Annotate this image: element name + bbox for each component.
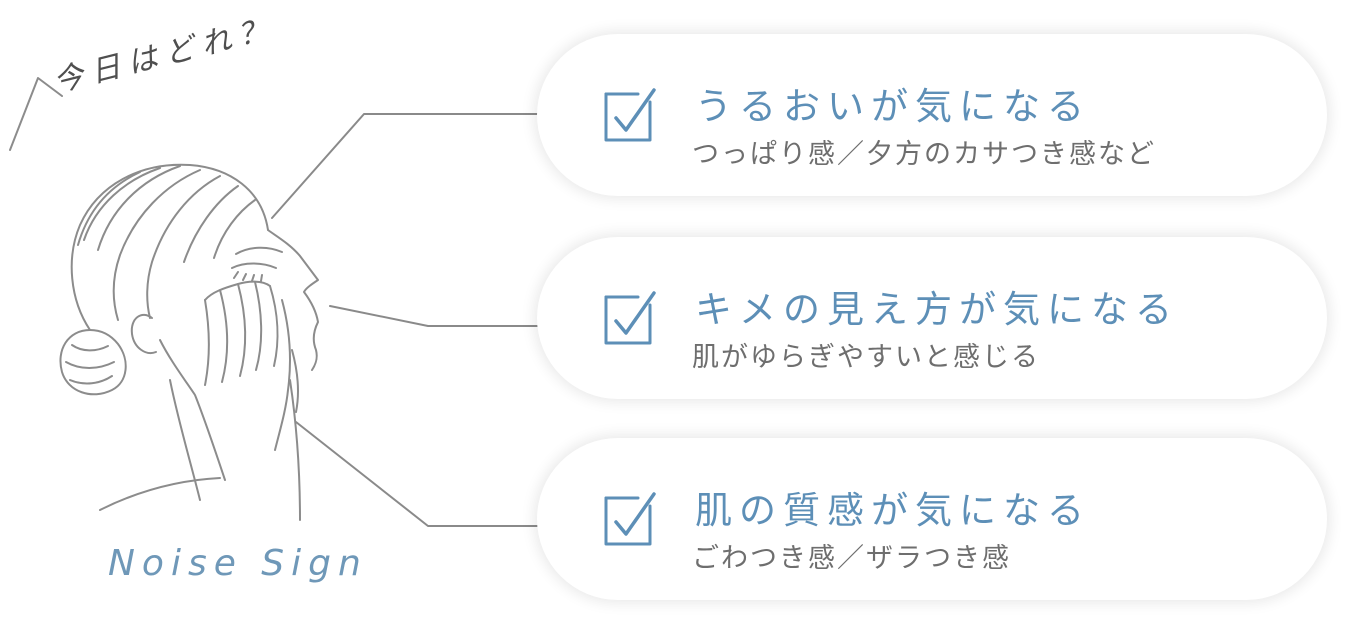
brand-label: Noise Sign: [108, 543, 368, 584]
card-description: 肌がゆらぎやすいと感じる: [692, 342, 1040, 373]
face-illustration: [9, 77, 538, 527]
concern-card-quality[interactable]: 肌の質感が気になる ごわつき感／ザラつき感: [537, 438, 1327, 600]
concern-card-moisture[interactable]: うるおいが気になる つっぱり感／夕方のカサつき感など: [537, 34, 1327, 196]
card-title: キメの見え方が気になる: [695, 288, 1179, 331]
card-title: 肌の質感が気になる: [695, 489, 1091, 532]
concern-card-texture[interactable]: キメの見え方が気になる 肌がゆらぎやすいと感じる: [537, 237, 1327, 399]
card-description: つっぱり感／夕方のカサつき感など: [692, 139, 1156, 170]
checkbox-icon: [604, 88, 656, 142]
checkbox-icon: [604, 291, 656, 345]
card-title: うるおいが気になる: [695, 85, 1091, 128]
checkbox-icon: [604, 492, 656, 546]
card-description: ごわつき感／ザラつき感: [692, 543, 1011, 574]
